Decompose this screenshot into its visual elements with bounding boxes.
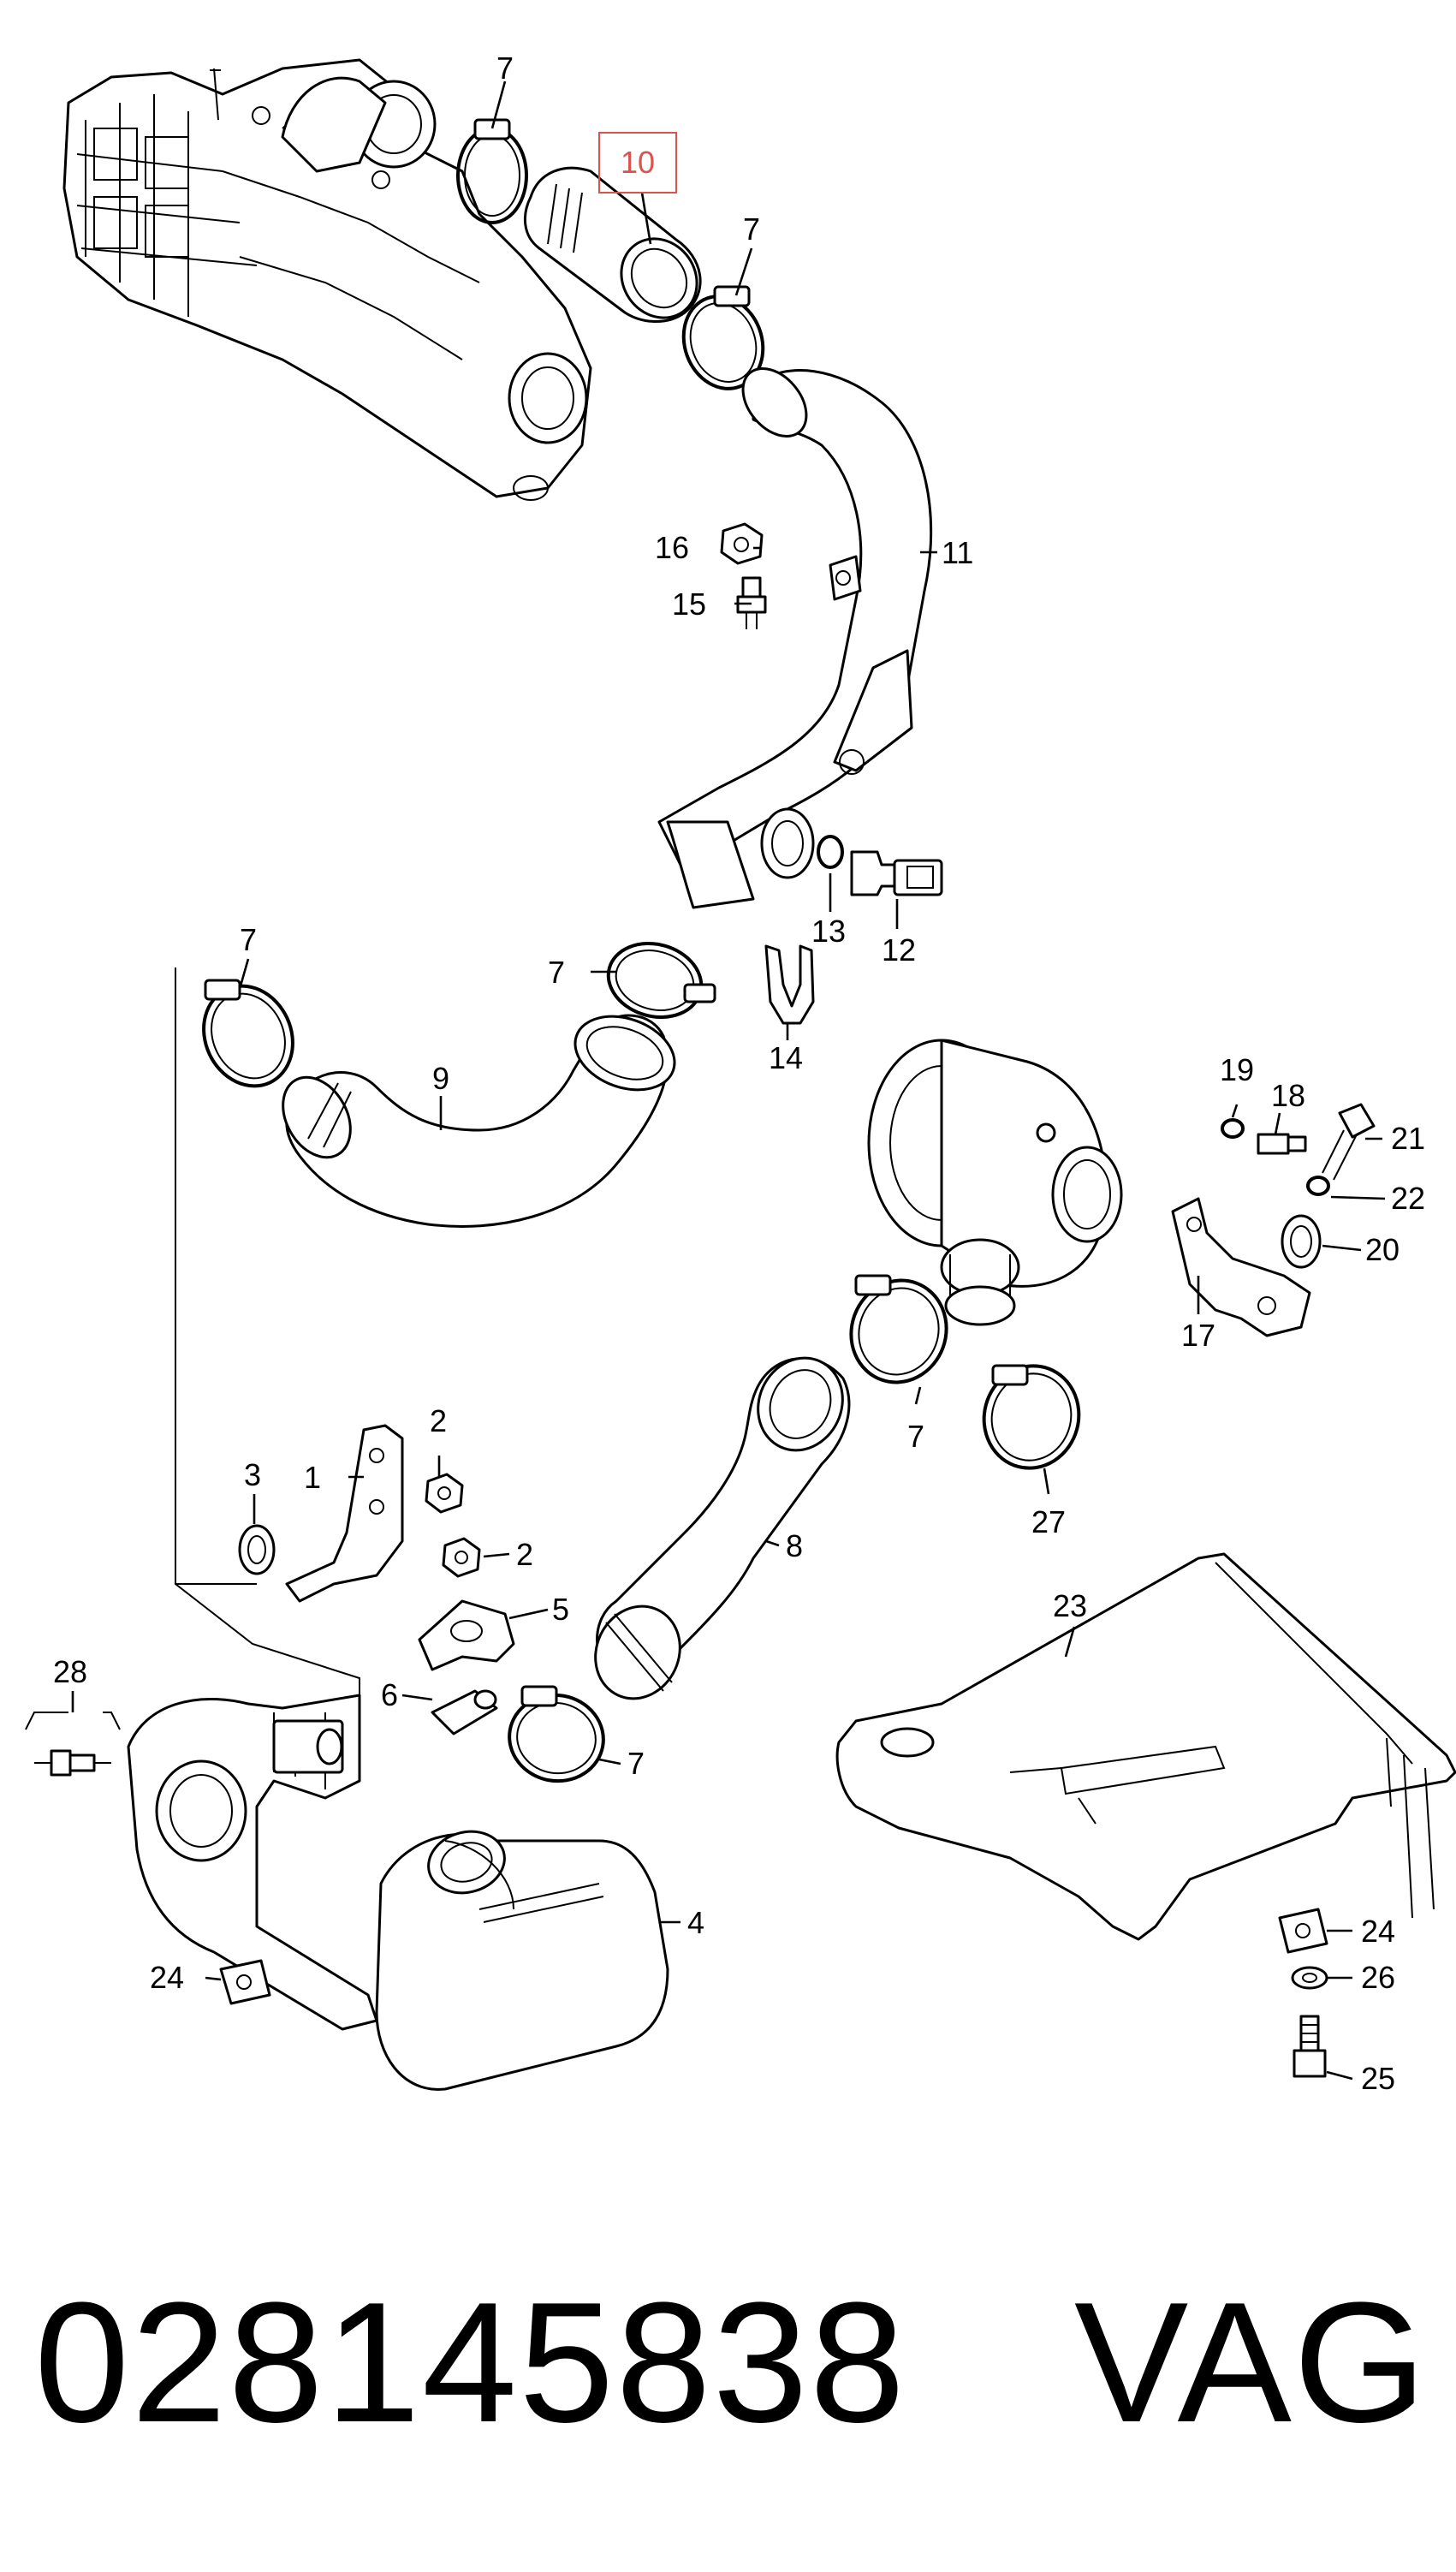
pressure-pipe [657, 367, 933, 909]
washer [1221, 1118, 1245, 1139]
mounting-bracket [1171, 1197, 1311, 1337]
callout-7: 7 [627, 1746, 645, 1781]
highlight-box [598, 132, 677, 193]
callout-12: 12 [882, 932, 916, 967]
assembly-outline [175, 967, 360, 1704]
washer [1306, 1176, 1330, 1196]
nut [442, 1537, 481, 1578]
bolt [1322, 1103, 1376, 1181]
callout-labels: 7 10 7 11 16 15 13 12 14 7 7 9 19 18 21 … [53, 51, 1425, 2096]
callout-14: 14 [769, 1040, 803, 1075]
callout-1: 1 [304, 1460, 321, 1495]
callout-7: 7 [496, 51, 514, 86]
hose-clamp [456, 118, 528, 224]
temperature-sensor [25, 1712, 121, 1777]
callout-7: 7 [548, 955, 565, 990]
callout-24: 24 [150, 1960, 184, 1995]
parts-diagram: 7 10 7 11 16 15 13 12 14 7 7 9 19 18 21 … [25, 51, 1456, 2096]
callout-16: 16 [655, 530, 689, 565]
hose-clamp [606, 942, 716, 1019]
temperature-sender [850, 850, 943, 896]
callout-22: 22 [1391, 1181, 1425, 1216]
callout-2: 2 [516, 1537, 533, 1572]
callout-17: 17 [1181, 1318, 1215, 1353]
callout-19: 19 [1220, 1052, 1254, 1087]
callout-25: 25 [1361, 2061, 1395, 2096]
callout-28: 28 [53, 1654, 87, 1689]
callout-15: 15 [672, 586, 706, 622]
callout-24: 24 [1361, 1914, 1395, 1949]
air-duct [835, 1552, 1456, 1941]
callout-3: 3 [244, 1457, 261, 1492]
callout-9: 9 [432, 1061, 449, 1096]
callout-4: 4 [687, 1905, 704, 1940]
holder [418, 1599, 515, 1671]
hose-clamp [849, 1274, 948, 1384]
leader-lines [71, 80, 1386, 2081]
pressure-hose [594, 1356, 851, 1700]
callout-20: 20 [1365, 1232, 1400, 1267]
clip-nut [219, 1959, 271, 2005]
hose-clamp [202, 979, 294, 1088]
callout-7: 7 [743, 211, 760, 247]
callout-18: 18 [1271, 1078, 1305, 1113]
seal-ring [817, 835, 844, 869]
nut [425, 1473, 464, 1514]
callout-6: 6 [381, 1677, 398, 1712]
pin [431, 1689, 498, 1736]
callout-21: 21 [1391, 1121, 1425, 1156]
callout-8: 8 [786, 1528, 803, 1563]
nut [720, 522, 764, 565]
callout-5: 5 [552, 1592, 569, 1627]
bolt [1293, 2015, 1327, 2078]
support-bracket [285, 1424, 404, 1603]
connector-hose [523, 166, 702, 323]
washer [1291, 1966, 1328, 1990]
callout-23: 23 [1053, 1588, 1087, 1623]
pressure-hose [282, 1014, 676, 1228]
callout-2: 2 [430, 1403, 447, 1438]
brand-name: VAG [1074, 2267, 1429, 2458]
part-number: 028145838 [34, 2267, 907, 2458]
bracket-clip [764, 944, 815, 1025]
callout-7: 7 [240, 922, 257, 957]
callout-10: 10 [621, 145, 655, 180]
part-caption: 028145838 VAG [34, 2260, 1438, 2466]
bolt [1257, 1133, 1307, 1155]
callout-13: 13 [811, 914, 846, 949]
callout-26: 26 [1361, 1960, 1395, 1995]
hose-clamp [508, 1685, 605, 1783]
turbocharger [867, 1039, 1123, 1326]
clip-nut [1278, 1908, 1328, 1954]
intercooler [127, 1694, 669, 2091]
callout-27: 27 [1031, 1504, 1066, 1539]
hose-clamp [681, 285, 765, 390]
callout-11: 11 [942, 535, 973, 570]
hose-clamp [982, 1364, 1081, 1470]
rubber-mount [1281, 1214, 1322, 1269]
rubber-grommet [238, 1524, 276, 1575]
callout-7: 7 [907, 1419, 924, 1454]
intake-manifold [62, 58, 592, 501]
